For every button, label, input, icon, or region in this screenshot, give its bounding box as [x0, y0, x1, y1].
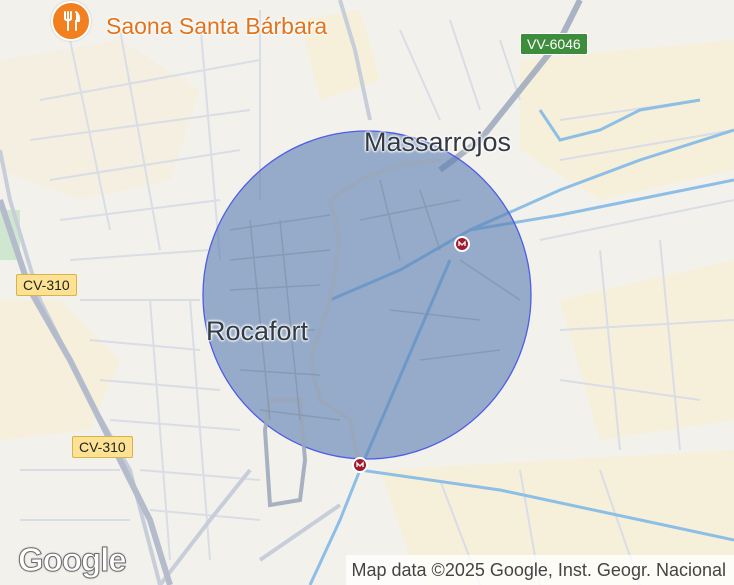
road-shield-cv310-lower: CV-310	[72, 436, 133, 458]
town-label-rocafort: Rocafort	[206, 316, 309, 346]
road-shield-vv6046: VV-6046	[520, 33, 588, 55]
town-label-massarrojos: Massarrojos	[364, 127, 512, 157]
restaurant-icon[interactable]	[51, 1, 91, 41]
metro-station-icon[interactable]	[454, 236, 470, 252]
poi-label-saona[interactable]: Saona Santa Bárbara	[106, 13, 328, 39]
map-attribution[interactable]: Map data ©2025 Google, Inst. Geogr. Naci…	[345, 555, 734, 585]
metro-station-icon[interactable]	[352, 457, 368, 473]
road-shield-cv310-upper: CV-310	[16, 274, 77, 296]
google-logo: Google	[18, 541, 128, 579]
search-radius-circle	[202, 130, 532, 460]
